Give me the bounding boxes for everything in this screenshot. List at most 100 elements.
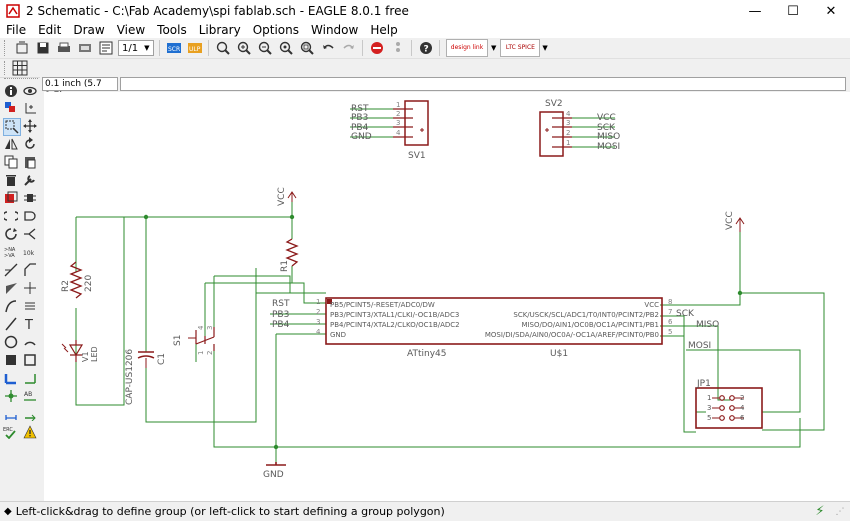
menu-draw[interactable]: Draw xyxy=(73,23,105,37)
info-icon[interactable] xyxy=(3,83,19,99)
replace-icon[interactable] xyxy=(3,208,19,224)
jp1-connector[interactable]: 1 2 3 4 5 6 JP1 xyxy=(695,379,763,429)
zoom-out-icon[interactable] xyxy=(255,39,274,58)
value-icon[interactable]: 10k xyxy=(22,244,38,260)
maximize-button[interactable]: ☐ xyxy=(787,3,799,19)
change-icon[interactable] xyxy=(22,172,38,188)
delete-icon[interactable] xyxy=(3,172,19,188)
go-icon[interactable] xyxy=(388,39,407,58)
close-button[interactable]: ✕ xyxy=(825,3,837,19)
minimize-button[interactable]: — xyxy=(748,3,762,19)
help-icon[interactable]: ? xyxy=(416,39,435,58)
erc-icon[interactable]: ERC xyxy=(3,424,19,440)
menu-window[interactable]: Window xyxy=(311,23,359,37)
miter-icon[interactable] xyxy=(22,262,38,278)
cam-icon[interactable] xyxy=(75,39,94,58)
menu-view[interactable]: View xyxy=(116,23,146,37)
sv1-name: SV1 xyxy=(408,151,426,161)
schematic-canvas[interactable]: 1 2 3 4 RST PB3 PB4 GND SV1 4 3 2 1 VCC … xyxy=(44,92,850,501)
net-label-miso: MISO xyxy=(696,320,719,330)
schematic-drawing[interactable]: 1 2 3 4 RST PB3 PB4 GND SV1 4 3 2 1 VCC … xyxy=(44,92,850,501)
open-icon[interactable] xyxy=(12,39,31,58)
led-d1[interactable]: V1 LED xyxy=(61,340,99,362)
lightning-icon[interactable]: ⚡ xyxy=(815,504,825,519)
vcc-symbol[interactable]: VCC xyxy=(277,187,297,206)
text-icon[interactable]: T xyxy=(22,316,38,332)
arc-icon[interactable] xyxy=(22,334,38,350)
mark-icon[interactable] xyxy=(22,100,38,116)
menu-tools[interactable]: Tools xyxy=(157,23,187,37)
attribute-icon[interactable] xyxy=(22,280,38,296)
sv2-header[interactable]: 4 3 2 1 VCC SCK MISO MOSI SV2 xyxy=(539,99,620,157)
sim-icon[interactable] xyxy=(22,298,38,314)
u1-name: U$1 xyxy=(550,349,568,359)
pinswap-icon[interactable] xyxy=(22,190,38,206)
net-icon[interactable] xyxy=(22,370,38,386)
menu-edit[interactable]: Edit xyxy=(38,23,62,37)
rectangle-icon[interactable] xyxy=(3,352,19,368)
resistor-r2[interactable]: R2 220 xyxy=(61,261,94,299)
grid-icon[interactable] xyxy=(12,60,28,79)
zoom-in-icon[interactable] xyxy=(234,39,253,58)
sv1-header[interactable]: 1 2 3 4 RST PB3 PB4 GND SV1 xyxy=(351,100,429,161)
sv2-pin-label: MISO xyxy=(597,132,620,142)
smash-icon[interactable]: >NA>VA xyxy=(3,244,19,260)
bus-icon[interactable] xyxy=(3,370,19,386)
paste-icon[interactable] xyxy=(22,154,38,170)
invoke-icon[interactable] xyxy=(3,226,19,242)
redraw-icon[interactable] xyxy=(276,39,295,58)
polygon-icon[interactable] xyxy=(22,352,38,368)
design-link-dropdown-icon[interactable]: ▼ xyxy=(491,44,497,52)
menu-options[interactable]: Options xyxy=(252,23,300,37)
ltc-spice-dropdown-icon[interactable]: ▼ xyxy=(542,44,548,52)
optimize-icon[interactable] xyxy=(3,262,19,278)
command-input[interactable] xyxy=(120,77,846,91)
gnd-symbol[interactable]: GND xyxy=(263,462,286,480)
split-icon[interactable] xyxy=(22,226,38,242)
dimension-icon[interactable] xyxy=(3,406,19,422)
circle-icon[interactable] xyxy=(3,334,19,350)
svg-text:AB: AB xyxy=(24,391,32,398)
size-grip-icon[interactable]: ⋰ xyxy=(835,506,845,517)
u1-left-pin: PB5/PCINT5/-RESET/ADC0/DW xyxy=(330,301,435,309)
rotate-icon[interactable] xyxy=(22,136,38,152)
board-icon[interactable] xyxy=(96,39,115,58)
spice-icon[interactable] xyxy=(3,298,19,314)
undo-icon[interactable] xyxy=(318,39,337,58)
move-icon[interactable] xyxy=(22,118,38,134)
gateswap-icon[interactable] xyxy=(22,208,38,224)
frame-icon[interactable] xyxy=(22,406,38,422)
resistor-r1[interactable]: R1 xyxy=(280,238,299,272)
menu-help[interactable]: Help xyxy=(370,23,398,37)
capacitor-c1[interactable]: C1 CAP-US1206 xyxy=(125,349,167,405)
print-icon[interactable] xyxy=(54,39,73,58)
copy-icon[interactable] xyxy=(3,154,19,170)
bend-icon[interactable] xyxy=(3,280,19,296)
wire-icon[interactable] xyxy=(3,316,19,332)
zoom-fit-icon[interactable] xyxy=(213,39,232,58)
menu-library[interactable]: Library xyxy=(198,23,241,37)
ltc-spice-button[interactable]: LTC SPICE xyxy=(500,39,541,57)
save-icon[interactable] xyxy=(33,39,52,58)
ulp-icon[interactable]: ULP xyxy=(185,39,204,58)
display-layers-icon[interactable] xyxy=(3,100,19,116)
script-icon[interactable]: SCR xyxy=(164,39,183,58)
junction-icon[interactable] xyxy=(3,388,19,404)
u1-left-pin: PB4/PCINT4/XTAL2/CLKO/OC1B/ADC2 xyxy=(330,321,460,329)
show-icon[interactable] xyxy=(22,83,38,99)
sheet-select[interactable]: 1/1▼ xyxy=(118,40,154,56)
vcc-symbol[interactable]: VCC xyxy=(725,211,745,232)
redo-icon[interactable] xyxy=(339,39,358,58)
stop-icon[interactable] xyxy=(367,39,386,58)
switch-s1[interactable]: 3 4 1 2 S1 xyxy=(173,325,215,355)
zoom-select-icon[interactable] xyxy=(297,39,316,58)
group-icon[interactable] xyxy=(3,118,21,136)
design-link-button[interactable]: design link xyxy=(446,39,488,57)
design-link-label: design link xyxy=(450,44,484,51)
menu-file[interactable]: File xyxy=(6,23,27,37)
mirror-icon[interactable] xyxy=(3,136,19,152)
label-icon[interactable]: AB xyxy=(22,388,38,404)
add-icon[interactable] xyxy=(3,190,19,206)
attiny45-chip[interactable]: 1 2 3 4 PB5/PCINT5/-RESET/ADC0/DW PB3/PC… xyxy=(316,297,673,359)
warning-icon[interactable] xyxy=(22,424,38,440)
